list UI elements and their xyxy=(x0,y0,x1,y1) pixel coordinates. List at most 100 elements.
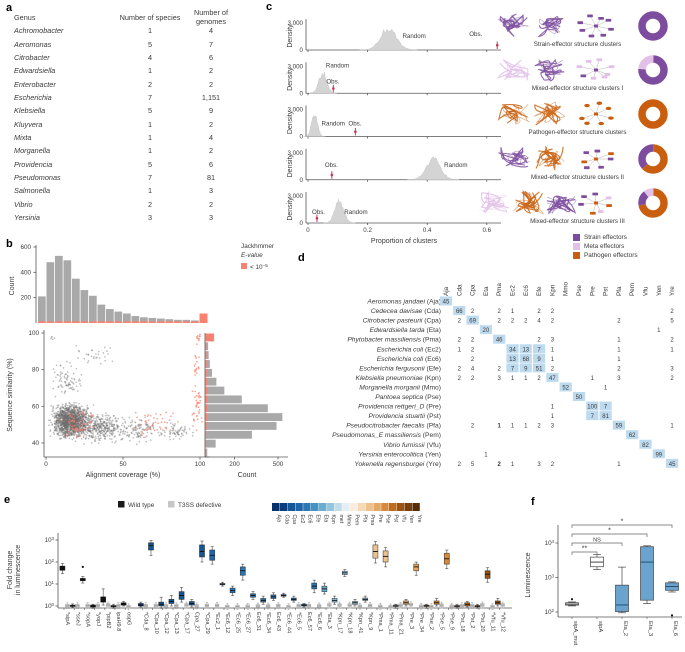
effector-donut-chart xyxy=(638,55,668,85)
svg-text:*pipB2: *pipB2 xyxy=(105,612,111,628)
svg-text:2: 2 xyxy=(537,424,541,430)
svg-text:1: 1 xyxy=(551,347,555,353)
svg-text:40: 40 xyxy=(32,440,40,447)
boxplot-group xyxy=(219,581,230,610)
svg-text:Providencia stuartii (Pst): Providencia stuartii (Pst) xyxy=(369,413,441,420)
svg-text:Eta_6: Eta_6 xyxy=(672,621,678,636)
svg-text:102: 102 xyxy=(545,608,555,616)
svg-text:3: 3 xyxy=(670,366,674,372)
svg-text:*Cpa_12: *Cpa_12 xyxy=(163,612,169,634)
svg-text:Ec2: Ec2 xyxy=(299,515,305,524)
boxplot-group xyxy=(565,598,579,607)
genus-cell: Vibrio xyxy=(14,199,33,209)
svg-text:1: 1 xyxy=(551,357,555,363)
svg-text:*Pst_2: *Pst_2 xyxy=(469,612,475,628)
svg-text:103: 103 xyxy=(45,536,55,544)
svg-text:Efe: Efe xyxy=(536,286,543,296)
svg-text:Kpn: Kpn xyxy=(549,284,556,296)
svg-text:Pma: Pma xyxy=(496,283,503,296)
boxplot-group xyxy=(90,602,101,609)
boxplot-group xyxy=(301,602,312,609)
svg-text:*Cpa_13: *Cpa_13 xyxy=(173,612,179,634)
panel-label-a: a xyxy=(6,2,13,14)
svg-text:51: 51 xyxy=(536,366,543,372)
svg-text:Yen: Yen xyxy=(408,515,414,524)
svg-text:2: 2 xyxy=(458,366,462,372)
svg-text:Ec6: Ec6 xyxy=(307,515,313,524)
svg-text:Pem: Pem xyxy=(354,515,360,526)
svg-text:Pseudomonas_E massiliensis (Pe: Pseudomonas_E massiliensis (Pem) xyxy=(332,432,441,439)
svg-text:Fold change: Fold change xyxy=(7,551,14,590)
svg-text:2: 2 xyxy=(551,319,555,325)
boxplot-group xyxy=(590,554,604,570)
svg-text:*Eta_3: *Eta_3 xyxy=(326,612,332,629)
svg-text:sipA_mut: sipA_mut xyxy=(572,621,578,646)
svg-text:NS: NS xyxy=(593,538,601,544)
svg-text:2: 2 xyxy=(458,462,462,468)
boxplot-group xyxy=(382,547,393,611)
protein-structure-thumbnail xyxy=(534,58,565,82)
boxplot-group xyxy=(423,603,434,610)
svg-text:*Kpn_41: *Kpn_41 xyxy=(357,612,363,633)
svg-text:2: 2 xyxy=(617,319,621,325)
svg-text:Vfu: Vfu xyxy=(643,286,650,296)
svg-text:Cda: Cda xyxy=(456,284,463,296)
svg-text:2: 2 xyxy=(471,309,475,315)
svg-text:Eta_2: Eta_2 xyxy=(622,621,628,636)
svg-text:Pantoea septica (Pse): Pantoea septica (Pse) xyxy=(375,394,441,401)
svg-text:0.6: 0.6 xyxy=(482,227,491,234)
svg-text:Alignment coverage (%): Alignment coverage (%) xyxy=(86,472,161,479)
svg-text:Density: Density xyxy=(287,154,294,178)
svg-text:0: 0 xyxy=(300,177,304,184)
svg-text:sipA: sipA xyxy=(597,621,603,632)
svg-text:1: 1 xyxy=(511,376,515,382)
svg-text:Density: Density xyxy=(287,110,294,134)
genus-cell: Salmonella xyxy=(14,186,51,196)
legend-label: Meta effectors xyxy=(584,242,625,250)
boxplot-group xyxy=(433,598,444,609)
svg-text:2: 2 xyxy=(458,319,462,325)
count-cell: 5 xyxy=(147,159,153,169)
svg-text:*Pst_20: *Pst_20 xyxy=(479,612,485,632)
svg-text:50: 50 xyxy=(119,461,127,468)
svg-text:200: 200 xyxy=(20,295,31,302)
boxplot-group xyxy=(239,563,250,610)
svg-text:2: 2 xyxy=(471,424,475,430)
count-cell: 1 xyxy=(147,66,153,76)
svg-text:Count: Count xyxy=(9,277,16,296)
svg-text:Morganella morganii (Mmo): Morganella morganii (Mmo) xyxy=(359,384,441,391)
svg-text:Obs.: Obs. xyxy=(312,209,325,216)
column-header: Number of species xyxy=(119,12,181,22)
svg-text:52: 52 xyxy=(562,385,569,391)
boxplot-group xyxy=(260,595,271,610)
count-cell: 6 xyxy=(208,159,214,169)
svg-text:Escherichia fergusonii (Efe): Escherichia fergusonii (Efe) xyxy=(359,365,441,372)
svg-text:2: 2 xyxy=(670,338,674,344)
svg-text:Density: Density xyxy=(287,24,294,48)
svg-text:46: 46 xyxy=(496,338,503,344)
count-cell: 1 xyxy=(147,146,153,156)
boxplot-group xyxy=(640,545,654,604)
svg-text:0: 0 xyxy=(300,47,304,54)
svg-text:*Pma_11: *Pma_11 xyxy=(387,612,393,635)
svg-text:Obs.: Obs. xyxy=(325,162,338,169)
svg-text:1: 1 xyxy=(551,414,555,420)
protein-structure-thumbnail xyxy=(496,59,531,81)
svg-text:1: 1 xyxy=(617,462,621,468)
count-cell: 7 xyxy=(208,39,214,49)
svg-text:9: 9 xyxy=(524,366,528,372)
genus-cell: Yersinia xyxy=(14,212,40,222)
svg-text:3,000: 3,000 xyxy=(288,107,304,114)
boxplot-group xyxy=(321,582,332,609)
svg-text:3,000: 3,000 xyxy=(288,20,304,27)
svg-text:0: 0 xyxy=(306,227,310,234)
boxplot-group xyxy=(392,601,403,609)
svg-text:in luminescence: in luminescence xyxy=(15,545,22,595)
svg-text:81: 81 xyxy=(602,414,609,420)
